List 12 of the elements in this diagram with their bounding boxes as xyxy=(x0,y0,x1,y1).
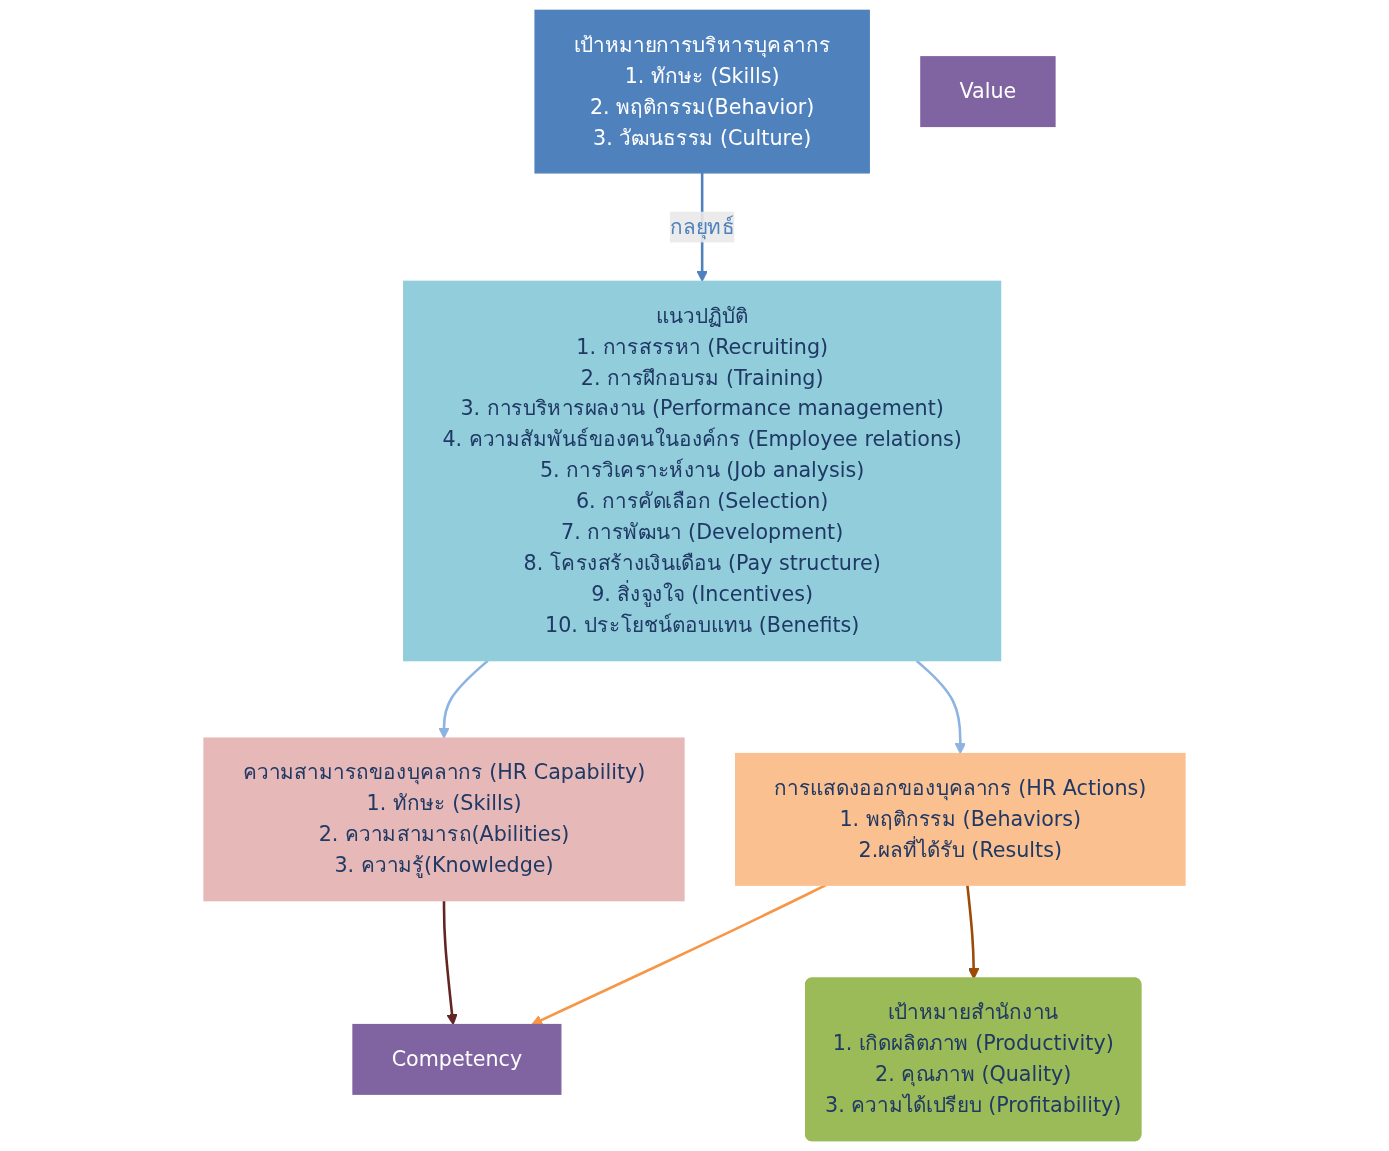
node-box: แนวปฏิบัติ 1. การสรรหา (Recruiting) 2. การฝึกอบรม (Training) 3. การบริหารผลงาน (Performance management) 4. ความสัมพันธ์ของคนในองค์กร (Employee relations) 5. การวิเคราะห์งาน (Job analysis) 6. การคัดเลือก (Selection) 7. การพัฒนา (Development) 8. โครงสร้างเงินเดือน (Pay structure) 9. สิ่งจูงใจ (Incentives) 10. ประโยชน์ตอบแทน (Benefits) xyxy=(403,280,1002,662)
arrow xyxy=(966,885,980,980)
arrow xyxy=(915,659,966,755)
arrow xyxy=(531,884,827,1026)
edge-label: กลยุทธ์ xyxy=(669,214,735,239)
arrow xyxy=(442,900,458,1026)
node-box: การแสดงออกของบุคลากร (HR Actions) 1. พฤติกรรม (Behaviors) 2.ผลที่ได้รับ (Results) xyxy=(734,752,1186,886)
arrow xyxy=(438,659,489,739)
node-box: เป้าหมายการบริหารบุคลากร 1. ทักษะ (Skills) 2. พฤติกรรม(Behavior) 3. วัฒนธรรม (Culture) xyxy=(534,9,870,174)
node-box: Competency xyxy=(352,1023,562,1095)
node-box: ความสามารถของบุคลากร (HR Capability) 1. ทักษะ (Skills) 2. ความสามารถ(Abilities) 3. ความรู้(Knowledge) xyxy=(203,737,685,902)
node-box: Value xyxy=(920,56,1056,128)
